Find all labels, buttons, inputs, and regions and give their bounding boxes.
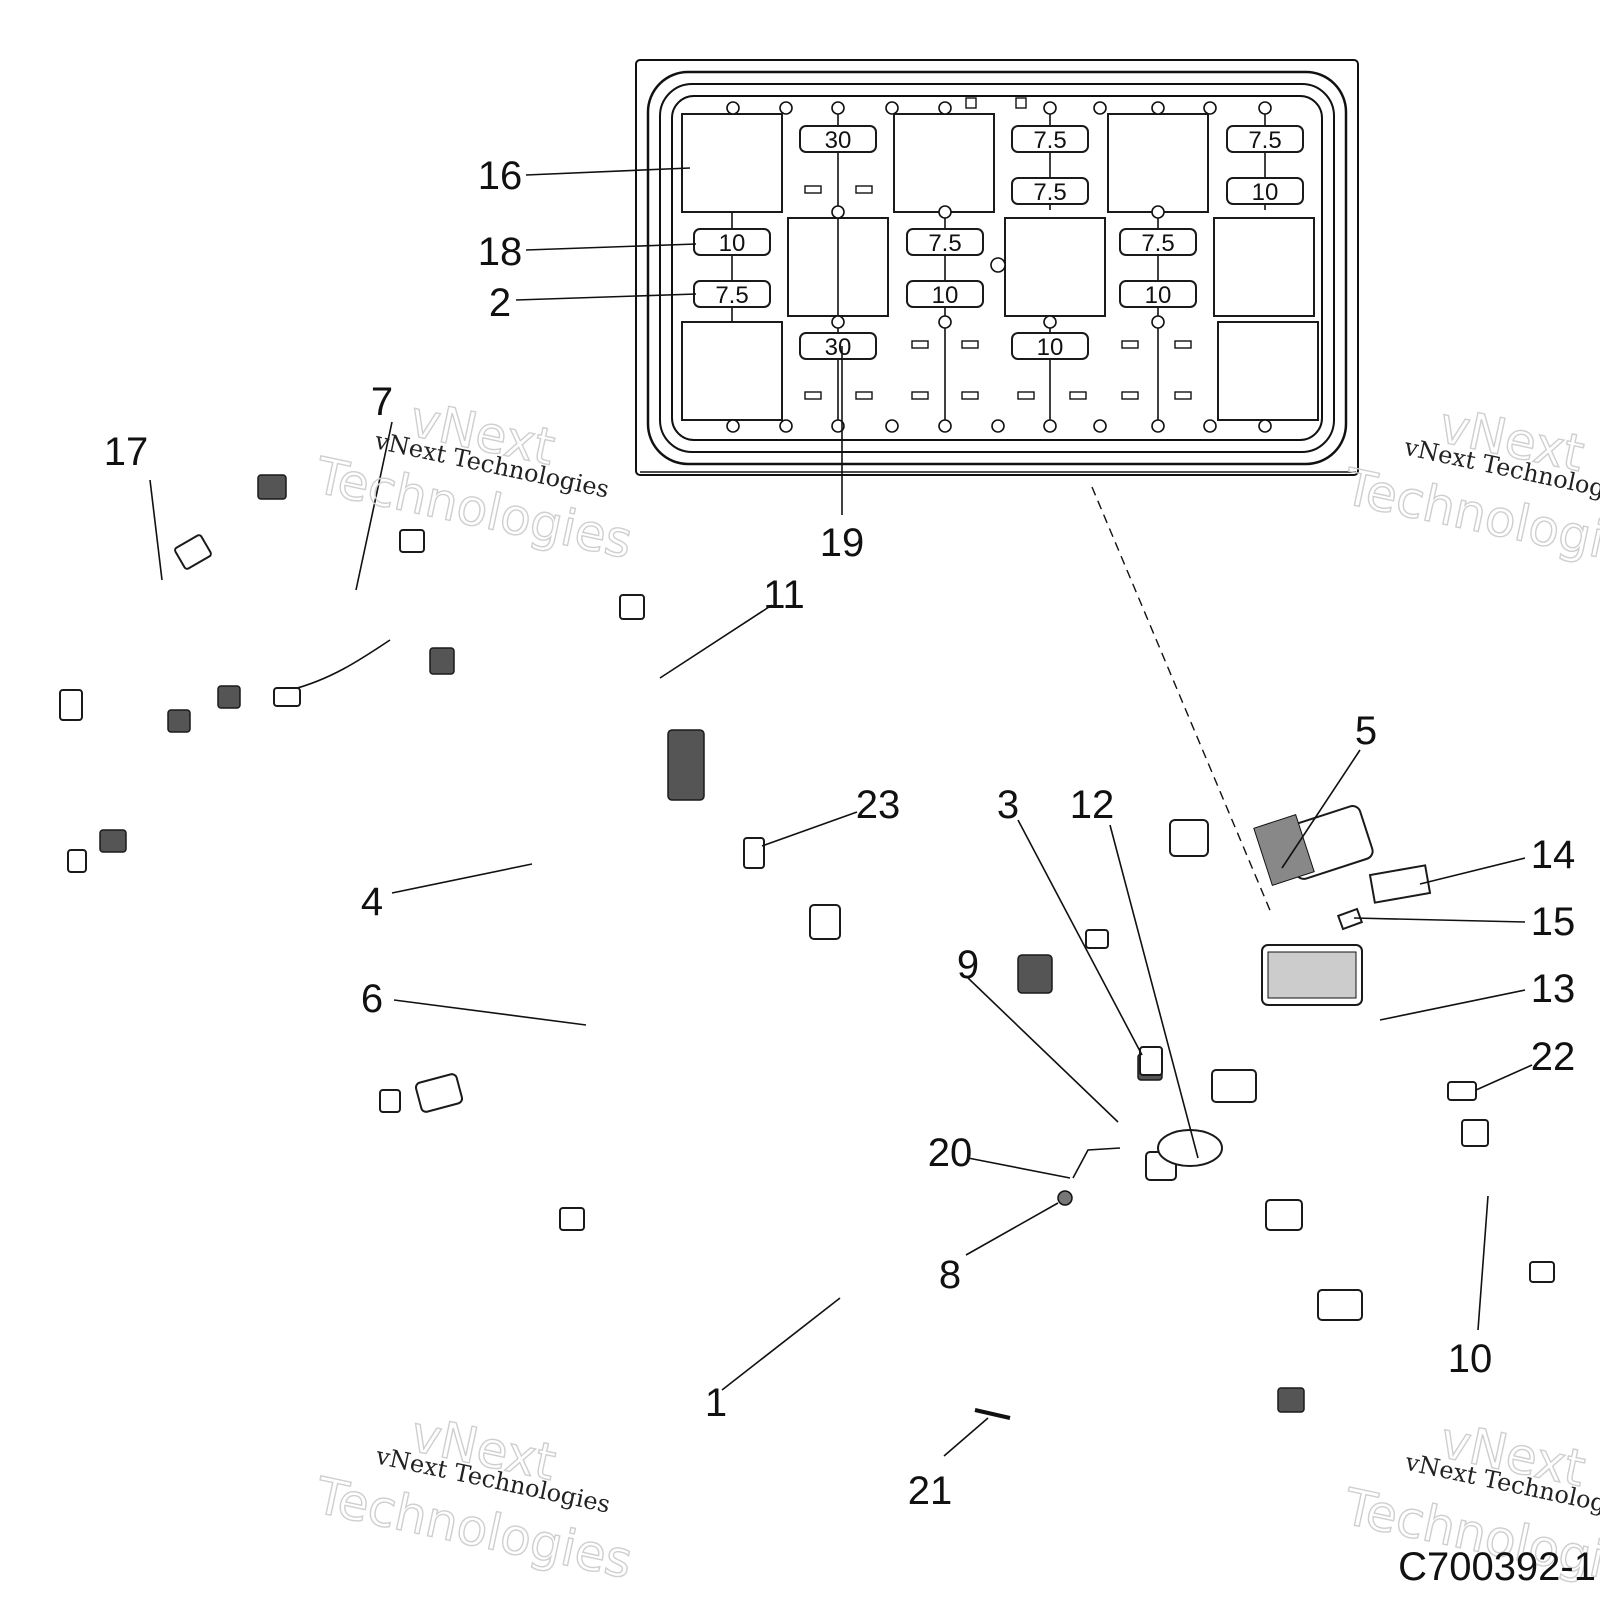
fuse-10-a: 10 [1226, 177, 1304, 206]
svg-text:10: 10 [1252, 179, 1279, 206]
svg-text:30: 30 [825, 334, 852, 361]
svg-text:7.5: 7.5 [715, 282, 748, 309]
callout-18: 18 [478, 230, 523, 274]
fuse-75-mid: 7.5 [906, 228, 984, 257]
fuse-75-a: 7.5 [1011, 125, 1089, 154]
fuse-75-left: 7.5 [693, 280, 771, 309]
callout-14: 14 [1531, 833, 1576, 877]
callout-2: 2 [489, 281, 511, 325]
svg-text:7.5: 7.5 [1033, 179, 1066, 206]
svg-text:10: 10 [932, 282, 959, 309]
callout-15: 15 [1531, 900, 1576, 944]
callout-20: 20 [928, 1131, 973, 1175]
fuse-30-bottom: 30 [799, 332, 877, 361]
fuse-10-mid: 10 [906, 280, 984, 309]
callout-16: 16 [478, 154, 523, 198]
callout-labels: 16 18 2 19 7 17 11 4 6 1 23 3 12 5 14 15… [104, 154, 1576, 1513]
callout-21: 21 [908, 1469, 953, 1513]
fuse-10-mid2: 10 [1011, 332, 1089, 361]
watermark-top-left: vNext vNext Technologies Technologies [309, 389, 638, 571]
svg-text:7.5: 7.5 [1248, 127, 1281, 154]
relay-slot [681, 321, 783, 421]
svg-text:10: 10 [1037, 334, 1064, 361]
fuse-30-top: 30 [799, 125, 877, 154]
callout-12: 12 [1070, 783, 1115, 827]
svg-text:10: 10 [719, 230, 746, 257]
leader-lines [149, 167, 1533, 1457]
svg-text:30: 30 [825, 127, 852, 154]
wiring-harness [24, 477, 1532, 1403]
relay-slot [681, 113, 783, 213]
fuse-10-right: 10 [1119, 280, 1197, 309]
callout-22: 22 [1531, 1035, 1576, 1079]
fuse-box: 30 7.5 7.5 7.5 10 10 7.5 7.5 [635, 59, 1359, 476]
callout-10: 10 [1448, 1337, 1493, 1381]
callout-13: 13 [1531, 967, 1576, 1011]
callout-7: 7 [371, 380, 393, 424]
watermark-bottom-left: vNext vNext Technologies Technologies [309, 1404, 638, 1591]
fuse-75-b: 7.5 [1011, 177, 1089, 206]
svg-text:7.5: 7.5 [1141, 230, 1174, 257]
callout-6: 6 [361, 977, 383, 1021]
relay-slot [1217, 321, 1319, 421]
callout-8: 8 [939, 1253, 961, 1297]
fuse-10-left: 10 [693, 228, 771, 257]
drawing-reference: C700392-1 [1398, 1545, 1596, 1589]
fuse-75-c: 7.5 [1226, 125, 1304, 154]
relay-slot [893, 113, 995, 213]
fuse-75-right: 7.5 [1119, 228, 1197, 257]
callout-17: 17 [104, 430, 149, 474]
callout-3: 3 [997, 783, 1019, 827]
svg-text:10: 10 [1145, 282, 1172, 309]
callout-19: 19 [820, 521, 865, 565]
callout-4: 4 [361, 880, 383, 924]
callout-1: 1 [705, 1381, 727, 1425]
watermark-top-right: vNext vNext Technologies Technologies [1338, 395, 1600, 582]
svg-text:7.5: 7.5 [928, 230, 961, 257]
callout-5: 5 [1355, 709, 1377, 753]
relay-slot [1004, 217, 1106, 317]
relay-slot [1213, 217, 1315, 317]
callout-23: 23 [856, 783, 901, 827]
connectors [59, 474, 1555, 1420]
svg-text:7.5: 7.5 [1033, 127, 1066, 154]
callout-9: 9 [957, 943, 979, 987]
projection-line [1091, 486, 1273, 916]
callout-11: 11 [763, 573, 805, 617]
relay-slot [1107, 113, 1209, 213]
